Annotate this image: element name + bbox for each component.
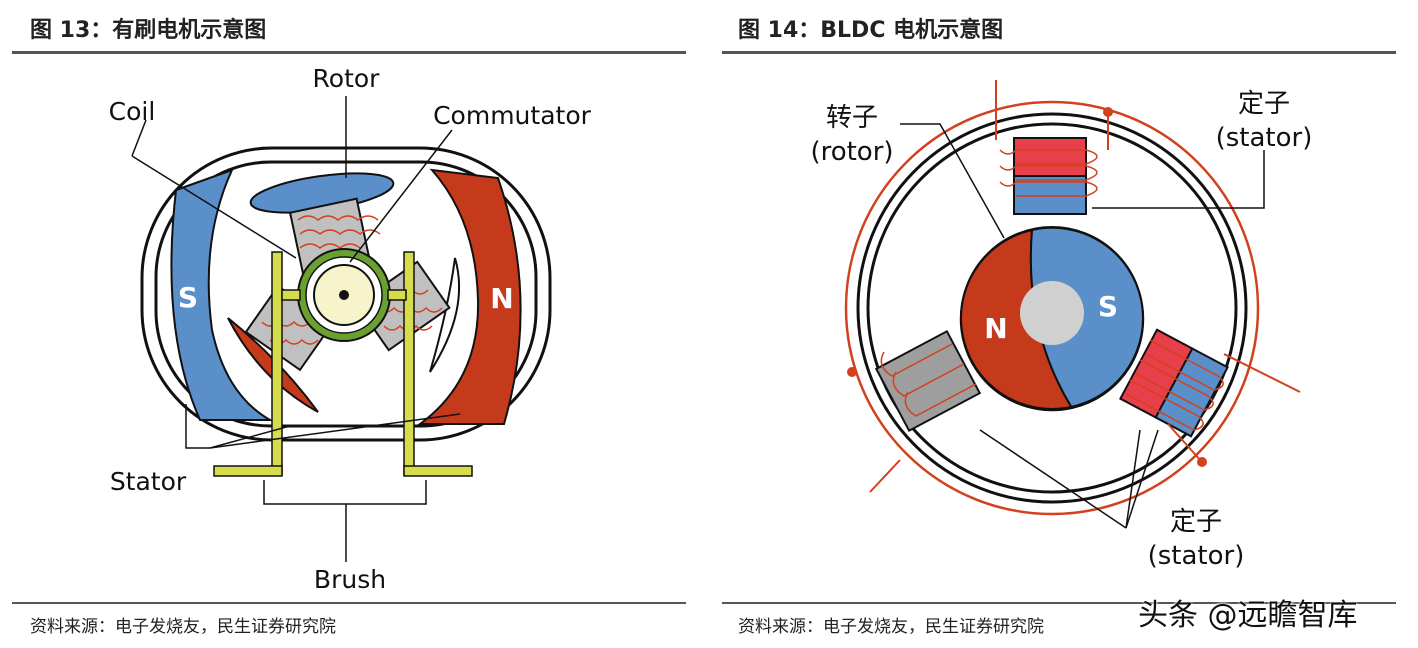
title-rule xyxy=(12,51,686,54)
rotor-n-label: N xyxy=(984,312,1007,345)
n-pole-magnet xyxy=(416,168,522,425)
brush-right-foot xyxy=(403,465,473,477)
shaft-center xyxy=(339,290,349,300)
stator-top-label-cn: 定子 xyxy=(1238,89,1290,119)
n-pole-label: N xyxy=(490,282,513,315)
figure-13-panel: 图 13：有刷电机示意图 xyxy=(0,0,700,648)
figure-14-title: 图 14：BLDC 电机示意图 xyxy=(738,18,1004,43)
stator-right-coil xyxy=(1125,339,1224,431)
stator-right-s xyxy=(1154,347,1229,438)
brush-left-contact xyxy=(281,289,301,301)
brush-right-bar xyxy=(403,251,415,475)
commutator-label: Commutator xyxy=(433,101,592,130)
brush-left-bar xyxy=(271,251,283,475)
figure-14-source: 资料来源：电子发烧友，民生证券研究院 xyxy=(738,617,1044,637)
figure-13-source: 资料来源：电子发烧友，民生证券研究院 xyxy=(30,617,336,637)
stator-bottom-label-cn: 定子 xyxy=(1170,507,1222,537)
stator-left-coil xyxy=(880,343,977,417)
stator-top-n xyxy=(1013,137,1087,177)
bldc-motor-diagram: N S 转子 (rotor) 定子 (stator) 定子 (stator) xyxy=(810,80,1313,571)
brush-label: Brush xyxy=(314,565,386,594)
watermark: 头条 @远瞻智库 xyxy=(1138,598,1358,633)
leader-lines xyxy=(131,96,461,562)
s-pole-label: S xyxy=(178,281,198,314)
rotor-pole-right xyxy=(429,257,461,373)
stator-bottom-label-en: (stator) xyxy=(1148,541,1245,571)
brush-left-foot xyxy=(213,465,283,477)
rotor-shaft xyxy=(1020,281,1084,345)
rotor-s-label: S xyxy=(1098,290,1118,323)
rotor-label-cn: 转子 xyxy=(826,103,878,133)
figure-14-panel: 图 14：BLDC 电机示意图 xyxy=(722,0,1418,648)
source-rule xyxy=(12,602,686,604)
stator-top-label-en: (stator) xyxy=(1216,123,1313,153)
wire-ring xyxy=(844,100,1260,516)
rotor-outline xyxy=(960,226,1144,410)
wire-nodes xyxy=(847,107,1207,467)
coil-label: Coil xyxy=(109,97,156,126)
rotor-label: Rotor xyxy=(313,64,381,93)
lead-wires xyxy=(869,80,1301,493)
source-rule xyxy=(722,602,1396,604)
leader-lines xyxy=(900,123,1265,529)
brush-right-contact xyxy=(387,289,407,301)
title-rule xyxy=(722,51,1396,54)
figure-13-title: 图 13：有刷电机示意图 xyxy=(30,18,267,43)
s-pole-magnet xyxy=(170,168,274,421)
stator-left-core xyxy=(874,329,982,433)
brushed-motor-diagram: S N Rotor Coil Commutator Stator Brush xyxy=(109,64,592,594)
stator-top-coil xyxy=(999,149,1098,197)
rotor-label-en: (rotor) xyxy=(810,137,893,167)
stator-label: Stator xyxy=(110,467,187,496)
